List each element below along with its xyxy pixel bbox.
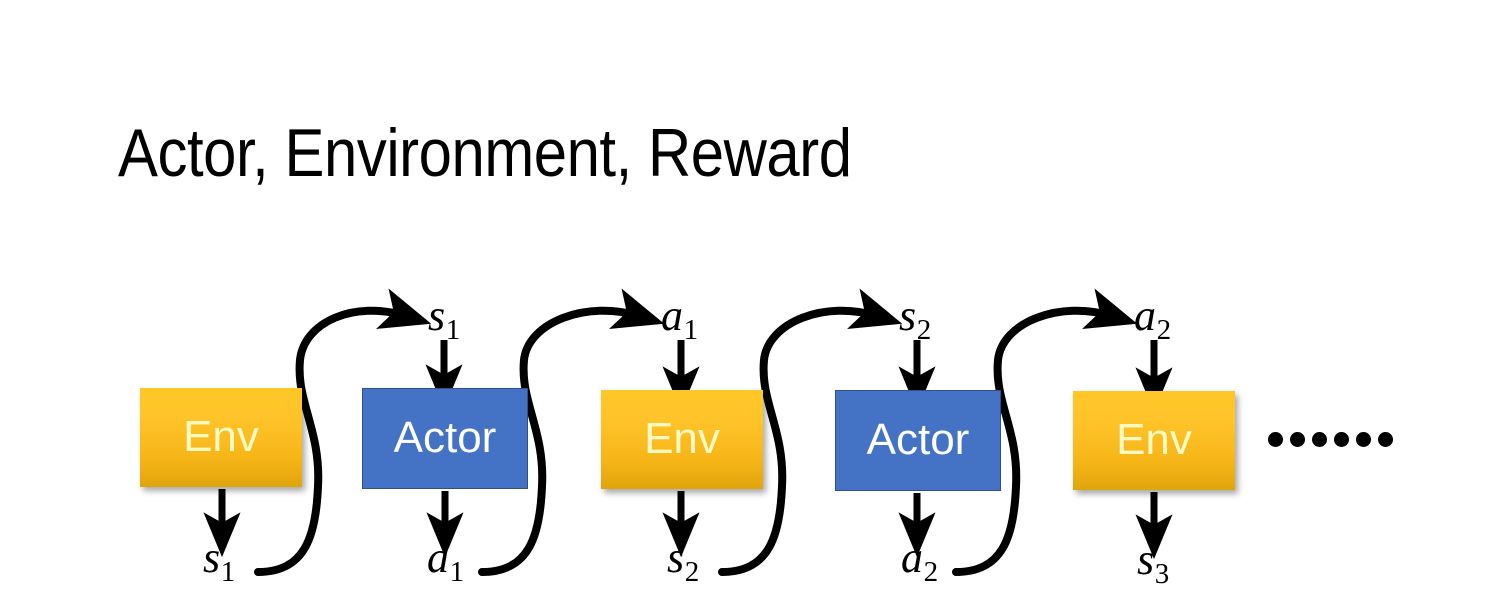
ellipsis-icon	[1268, 432, 1393, 447]
math-label-top-a2: a2	[1134, 291, 1171, 345]
node-actor-1[interactable]: Actor	[362, 388, 528, 489]
label-subscript: 3	[1154, 557, 1170, 590]
node-label: Env	[644, 413, 720, 463]
math-label-top-s2: s2	[899, 291, 931, 345]
label-base: a	[1134, 291, 1156, 340]
label-base: a	[427, 533, 449, 582]
ellipsis-dot	[1334, 432, 1349, 447]
label-subscript: 2	[684, 555, 700, 588]
label-subscript: 2	[916, 313, 932, 346]
label-base: s	[899, 291, 917, 340]
math-label-top-s1: s1	[428, 291, 460, 345]
page-title: Actor, Environment, Reward	[118, 115, 852, 191]
node-label: Env	[183, 411, 259, 461]
label-base: s	[667, 533, 685, 582]
label-subscript: 1	[445, 313, 461, 346]
label-base: s	[1137, 535, 1155, 584]
math-label-bot-a1: a1	[427, 533, 464, 587]
label-base: a	[901, 533, 923, 582]
node-label: Actor	[393, 412, 497, 462]
ellipsis-dot	[1290, 432, 1305, 447]
node-actor-2[interactable]: Actor	[835, 390, 1001, 491]
math-label-bot-s2: s2	[667, 533, 699, 587]
ellipsis-dot	[1268, 432, 1283, 447]
label-subscript: 2	[923, 555, 939, 588]
ellipsis-dot	[1312, 432, 1327, 447]
label-subscript: 1	[220, 555, 236, 588]
math-label-bot-s1: s1	[203, 533, 235, 587]
ellipsis-dot	[1356, 432, 1371, 447]
math-label-bot-a2: a2	[901, 533, 938, 587]
label-subscript: 1	[449, 555, 465, 588]
math-label-top-a1: a1	[661, 291, 698, 345]
node-env-3[interactable]: Env	[1073, 391, 1235, 490]
node-label: Env	[1116, 414, 1192, 464]
ellipsis-dot	[1378, 432, 1393, 447]
label-base: s	[203, 533, 221, 582]
label-base: s	[428, 291, 446, 340]
node-label: Actor	[866, 414, 970, 464]
math-label-bot-s3: s3	[1137, 535, 1169, 589]
node-env-1[interactable]: Env	[140, 388, 302, 487]
label-base: a	[661, 291, 683, 340]
label-subscript: 1	[683, 313, 699, 346]
node-env-2[interactable]: Env	[601, 390, 763, 489]
label-subscript: 2	[1156, 313, 1172, 346]
